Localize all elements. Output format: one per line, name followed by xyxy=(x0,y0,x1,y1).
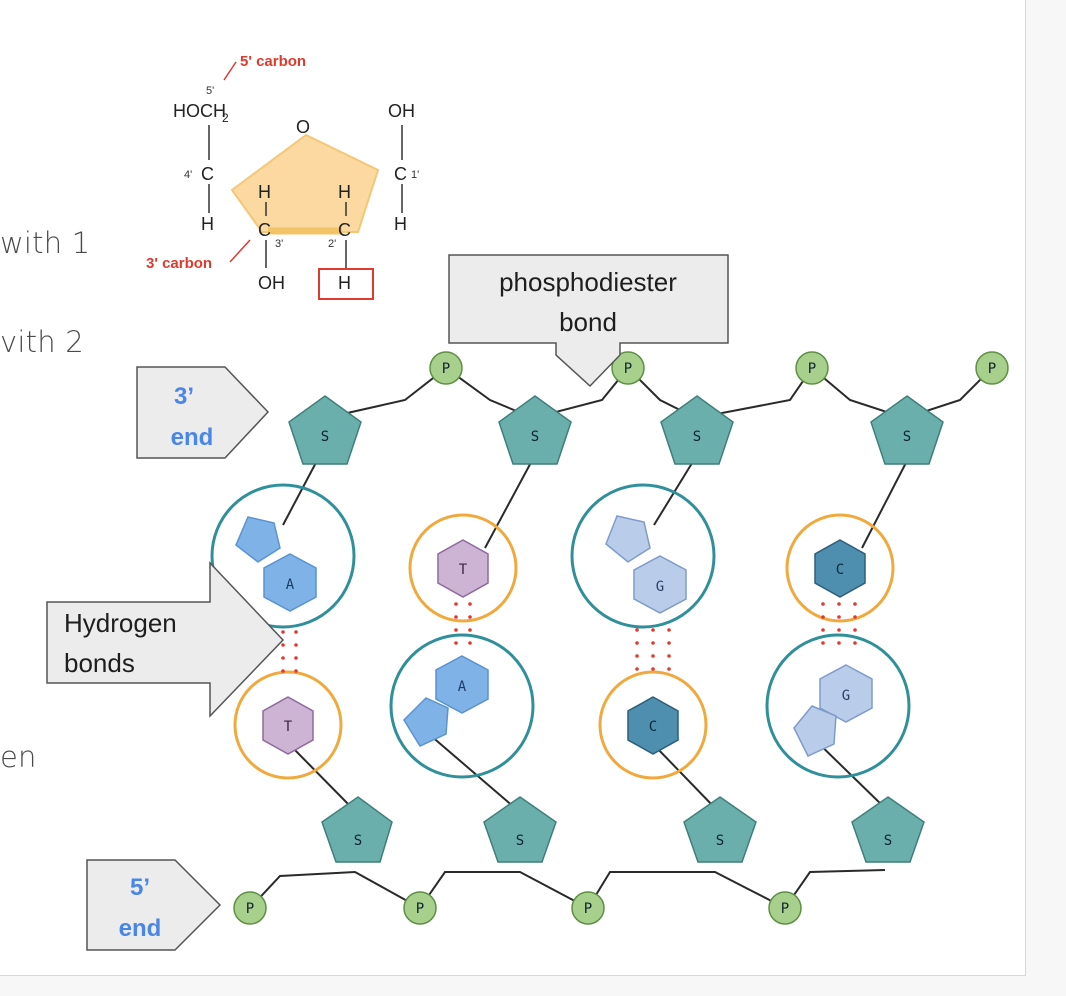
label-5-carbon: 5' carbon xyxy=(240,53,306,70)
base-cytosine-bottom: C xyxy=(627,696,679,755)
sugar-label: S xyxy=(903,429,911,445)
ring-oxygen: O xyxy=(296,117,310,137)
sugar-label: S xyxy=(716,833,724,849)
phosphate-label: P xyxy=(624,361,632,377)
pyrimidine-circle xyxy=(598,670,708,780)
carbon-3: C xyxy=(258,220,271,240)
base-label: G xyxy=(656,579,664,595)
phosphate-bottom-2: P xyxy=(403,891,437,925)
carbon-4: C xyxy=(201,164,214,184)
carbon-1: C xyxy=(394,164,407,184)
sugar-label: S xyxy=(693,429,701,445)
base-label: A xyxy=(286,577,295,593)
phosphate-bottom-4: P xyxy=(768,891,802,925)
phosphate-label: P xyxy=(584,901,592,917)
phosphate-top-4: P xyxy=(975,351,1009,385)
prime-3: 3' xyxy=(275,238,283,250)
phosphate-label: P xyxy=(416,901,424,917)
sugar-bottom-1: S xyxy=(321,796,393,863)
phosphate-label: P xyxy=(808,361,816,377)
truncated-text-line-3: en xyxy=(0,740,37,774)
purine-circle xyxy=(210,483,356,629)
prime-2: 2' xyxy=(328,238,336,250)
base-adenine-top: A xyxy=(235,516,317,612)
h-on-c2: H xyxy=(338,182,351,202)
oh-top: OH xyxy=(388,101,415,121)
sugar-label: S xyxy=(884,833,892,849)
sugar-bottom-3: S xyxy=(683,796,757,863)
base-label: G xyxy=(842,688,850,704)
sugar-label: S xyxy=(321,429,329,445)
highlight-box xyxy=(318,268,374,300)
sugar-bottom-4: S xyxy=(851,796,925,863)
phosphodiester-bond-callout: phosphodiester bond xyxy=(448,254,729,388)
base-thymine-top: T xyxy=(437,539,489,598)
five-prime-end-callout: 5’ end xyxy=(86,859,222,951)
base-adenine-bottom: A xyxy=(403,655,489,747)
phosphodiester-line-2: bond xyxy=(559,307,617,337)
phosphate-bottom-3: P xyxy=(571,891,605,925)
subscript-2: 2 xyxy=(222,111,229,125)
h-on-c3: H xyxy=(258,182,271,202)
end5-line-2: end xyxy=(119,915,162,942)
base-thymine-bottom: T xyxy=(262,696,314,755)
purine-circle xyxy=(765,633,911,779)
purine-circle xyxy=(570,483,716,629)
base-label: C xyxy=(649,719,657,735)
base-label: A xyxy=(458,679,467,695)
base-label: T xyxy=(284,719,293,735)
phosphate-top-3: P xyxy=(795,351,829,385)
phosphate-top-2: P xyxy=(611,351,645,385)
label-3-carbon: 3' carbon xyxy=(146,255,212,272)
end3-line-2: end xyxy=(171,424,214,451)
hydrogen-bonds-callout: Hydrogen bonds xyxy=(46,561,285,718)
h-left: H xyxy=(201,214,214,234)
end5-line-1: 5’ xyxy=(130,874,150,901)
h-right: H xyxy=(394,214,407,234)
phosphate-label: P xyxy=(781,901,789,917)
sugar-top-1: S xyxy=(288,395,362,465)
purine-circle xyxy=(389,633,535,779)
hoch2-group: HOCH xyxy=(173,101,226,121)
phosphate-label: P xyxy=(246,901,254,917)
pyrimidine-circle xyxy=(785,513,895,623)
prime-1: 1' xyxy=(411,169,419,181)
sugar-top-4: S xyxy=(870,395,944,465)
sugar-bottom-2: S xyxy=(483,796,557,863)
truncated-text-line-2: vith 2 xyxy=(0,325,84,359)
pyrimidine-circle xyxy=(408,513,518,623)
phosphate-bottom-1: P xyxy=(233,891,267,925)
phosphodiester-line-1: phosphodiester xyxy=(499,267,677,297)
sugar-label: S xyxy=(354,833,362,849)
prime-5: 5' xyxy=(206,85,214,97)
end3-line-1: 3’ xyxy=(174,383,194,410)
base-label: C xyxy=(836,562,844,578)
sugar-label: S xyxy=(531,429,539,445)
pyrimidine-circle xyxy=(233,670,343,780)
base-guanine-top: G xyxy=(605,515,687,614)
three-prime-end-callout: 3’ end xyxy=(136,366,270,459)
base-guanine-bottom: G xyxy=(793,664,873,757)
h-boxed: H xyxy=(338,273,351,293)
sugar-top-2: S xyxy=(498,395,572,465)
oh-bottom: OH xyxy=(258,273,285,293)
phosphate-label: P xyxy=(988,361,996,377)
sugar-label: S xyxy=(516,833,524,849)
carbon-2: C xyxy=(338,220,351,240)
base-label: T xyxy=(459,562,468,578)
base-cytosine-top: C xyxy=(814,539,866,598)
hydrogen-line-2: bonds xyxy=(64,648,135,678)
sugar-top-3: S xyxy=(660,395,734,465)
phosphate-label: P xyxy=(442,361,450,377)
hydrogen-line-1: Hydrogen xyxy=(64,608,177,638)
phosphate-top-1: P xyxy=(429,351,463,385)
prime-4: 4' xyxy=(184,169,192,181)
truncated-text-line-1: with 1 xyxy=(0,226,91,260)
